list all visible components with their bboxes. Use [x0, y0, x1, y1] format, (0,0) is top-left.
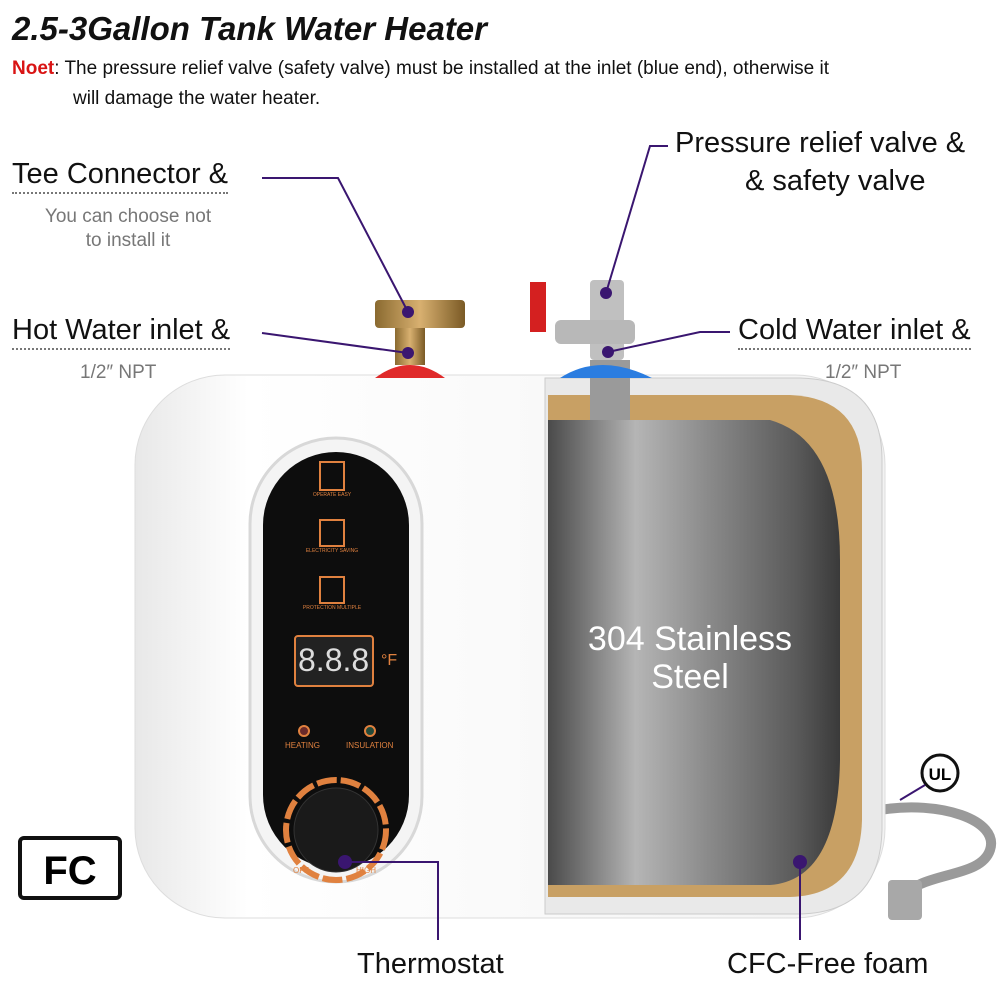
cold-water-inlet-label: Cold Water inlet & [738, 314, 971, 350]
cfc-free-foam-label: CFC-Free foam [727, 948, 929, 980]
hot-inlet-cap [375, 365, 445, 378]
protection-multiple-label: PROTECTION MULTIPLE [302, 605, 362, 611]
safety-valve-label: & safety valve [745, 165, 926, 197]
tee-connector-label: Tee Connector & [12, 158, 229, 194]
note-prefix: Noet [12, 58, 55, 79]
note-text: : The pressure relief valve (safety valv… [54, 58, 830, 79]
fc-logo [18, 836, 122, 900]
electricity-saving-label: ELECTRICITY SAVING [305, 548, 359, 554]
cold-inlet-cap [560, 365, 652, 378]
knob-high-label: HIGH [356, 866, 376, 875]
ul-logo [920, 753, 960, 793]
thermostat-knob [293, 787, 379, 873]
callout-lines [261, 145, 926, 940]
thermostat-label: Thermostat [357, 948, 504, 980]
fahrenheit-unit: °F [381, 652, 398, 669]
plug [888, 880, 922, 920]
callout-dots [338, 287, 807, 869]
hot-water-inlet-label: Hot Water inlet & [12, 314, 231, 350]
heating-indicator-label: HEATING [285, 741, 320, 750]
svg-text:UL: UL [929, 765, 952, 784]
stainless-steel-label-1: 304 Stainless [587, 620, 793, 658]
stainless-tank [548, 420, 840, 885]
operate-easy-label: OPERATE EASY [312, 492, 352, 498]
tee-connector-sub-2: to install it [85, 230, 171, 251]
hot-water-inlet-size: 1/2″ NPT [80, 362, 157, 383]
knob-off-label: OFF [293, 866, 309, 875]
temperature-display [294, 635, 374, 687]
power-cord [879, 802, 997, 904]
cold-water-inlet-size: 1/2″ NPT [825, 362, 902, 383]
page-title: 2.5-3Gallon Tank Water Heater [12, 10, 488, 47]
stainless-steel-label-2: Steel [651, 658, 729, 696]
valve-lever [530, 282, 546, 332]
display-digits: 8.8.8 [298, 642, 370, 678]
svg-text:FC: FC [43, 849, 96, 893]
tee-connector [375, 300, 465, 328]
note-line-1: Noet: The pressure relief valve (safety … [12, 58, 829, 80]
tee-connector-sub-1: You can choose not [44, 206, 212, 227]
note-line-2: will damage the water heater. [73, 88, 321, 109]
pressure-relief-valve-label: Pressure relief valve & [675, 127, 966, 159]
insulation-indicator-label: INSULATION [346, 741, 394, 750]
